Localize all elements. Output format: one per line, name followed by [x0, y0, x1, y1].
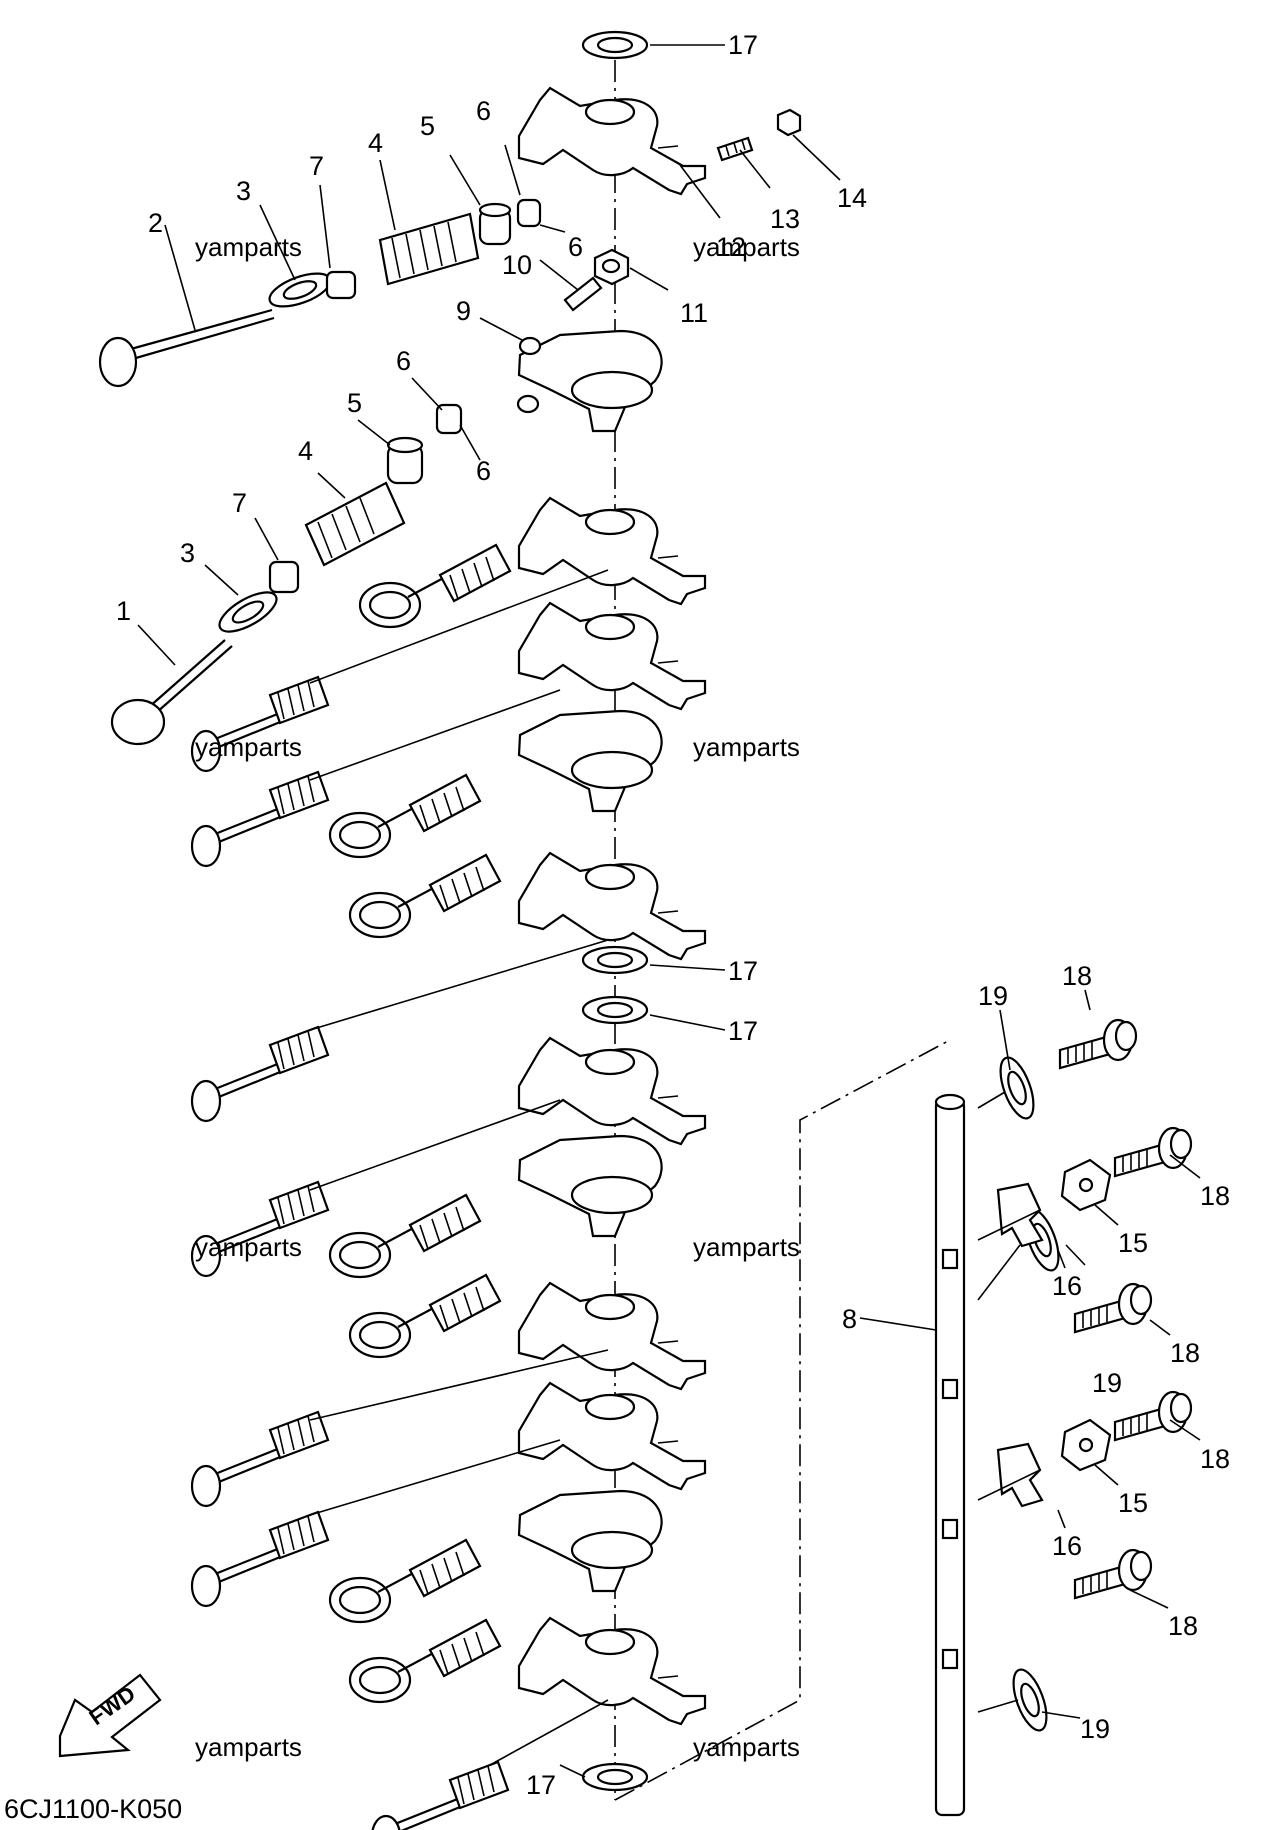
- nut-14: [776, 108, 802, 137]
- callout-1: 1: [116, 596, 131, 626]
- callout-7: 7: [309, 151, 324, 181]
- callout-8: 8: [842, 1304, 857, 1334]
- callout-5: 5: [420, 111, 435, 141]
- watermark-7: yamparts: [195, 1732, 302, 1762]
- callout-6: 6: [396, 346, 411, 376]
- callout-6: 6: [568, 232, 583, 262]
- callout-17: 17: [728, 1016, 758, 1046]
- callout-6: 6: [476, 456, 491, 486]
- watermark-1: yamparts: [195, 232, 302, 262]
- callout-18: 18: [1168, 1611, 1198, 1641]
- clip-16b: [996, 1442, 1044, 1508]
- callout-11: 11: [680, 298, 708, 328]
- rocker-arm-9d: [517, 1489, 663, 1593]
- callout-16: 16: [1052, 1271, 1082, 1301]
- spring-4b: [304, 481, 406, 567]
- callout-15: 15: [1118, 1228, 1148, 1258]
- watermark-6: yamparts: [693, 1232, 800, 1262]
- adjust-screw-13: [716, 136, 754, 162]
- watermark-3: yamparts: [195, 732, 302, 762]
- callout-5: 5: [347, 388, 362, 418]
- callout-19: 19: [978, 981, 1008, 1011]
- clip-16a: [996, 1182, 1044, 1248]
- callout-9: 9: [456, 296, 471, 326]
- callout-18: 18: [1170, 1338, 1200, 1368]
- seal-5a: [478, 202, 512, 246]
- rocker-arm-9b: [517, 709, 663, 813]
- plate-15b: [1060, 1418, 1112, 1472]
- callout-2: 2: [148, 208, 163, 238]
- cotter-7b: [268, 560, 300, 594]
- seal-5b: [386, 436, 424, 485]
- watermark-4: yamparts: [693, 732, 800, 762]
- rocker-arm-9c: [517, 1134, 663, 1238]
- callout-7: 7: [232, 488, 247, 518]
- keeper-6b: [435, 403, 463, 435]
- rocker-arm-9: [516, 329, 663, 433]
- fwd-arrow-icon: FWD: [58, 1673, 162, 1758]
- callout-19: 19: [1080, 1714, 1110, 1744]
- callout-14: 14: [837, 183, 867, 213]
- keeper-6a: [516, 198, 542, 228]
- callout-16: 16: [1052, 1531, 1082, 1561]
- callout-10: 10: [502, 250, 532, 280]
- valve-2: [98, 308, 275, 388]
- callout-13: 13: [770, 204, 800, 234]
- callout-12: 12: [716, 232, 746, 262]
- callout-3: 3: [180, 538, 195, 568]
- callout-17: 17: [728, 30, 758, 60]
- callout-15: 15: [1118, 1488, 1148, 1518]
- nut-11: [593, 248, 630, 286]
- cotter-7a: [325, 270, 357, 300]
- callout-6: 6: [476, 96, 491, 126]
- watermark-2: yamparts: [693, 232, 800, 262]
- callout-18: 18: [1062, 961, 1092, 991]
- callout-4: 4: [368, 128, 383, 158]
- screw-10: [563, 276, 603, 312]
- callout-17: 17: [728, 956, 758, 986]
- diagram-code: 6CJ1100-K050: [4, 1794, 182, 1824]
- watermark-8: yamparts: [693, 1732, 800, 1762]
- callout-18: 18: [1200, 1181, 1230, 1211]
- callout-4: 4: [298, 436, 313, 466]
- callout-17: 17: [526, 1770, 556, 1800]
- callout-19: 19: [1092, 1368, 1122, 1398]
- watermark-5: yamparts: [195, 1232, 302, 1262]
- spring-4a: [378, 212, 480, 286]
- valve-1: [110, 639, 233, 746]
- callout-3: 3: [236, 176, 251, 206]
- callout-18: 18: [1200, 1444, 1230, 1474]
- plate-15a: [1060, 1158, 1112, 1212]
- rocker-shaft-8: [934, 1093, 966, 1817]
